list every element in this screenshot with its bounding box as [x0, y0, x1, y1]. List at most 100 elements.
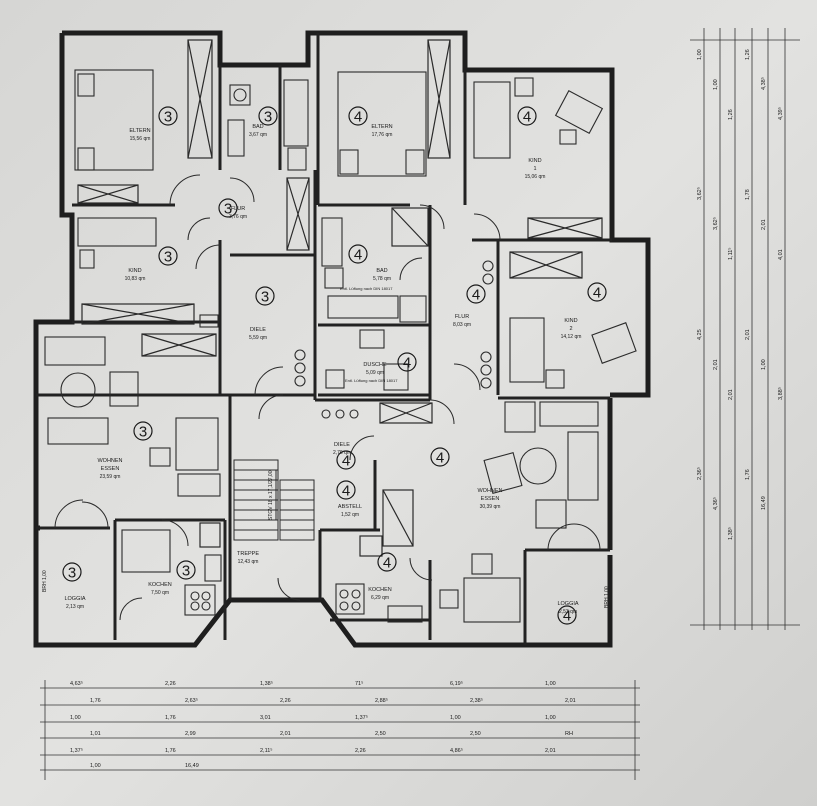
unit-marker-circle	[430, 447, 450, 467]
unit-marker-number: 4	[354, 109, 362, 126]
room-area: 5,78 qm	[373, 276, 391, 282]
dimension-label-right: 1,78	[745, 189, 751, 200]
unit-marker-number: 3	[261, 289, 269, 306]
unit-marker-circle	[557, 605, 577, 625]
dimension-labels: 1,001,001,261,264,38⁵4,39⁵3,62⁵3,62⁵1,11…	[70, 49, 784, 769]
dimension-label-right: 1,26	[728, 109, 734, 120]
room-kind-3: KIND 10,83 qm 3	[125, 246, 178, 282]
room-name: WOHNEN	[97, 458, 122, 464]
inner-walls	[36, 33, 612, 645]
furniture-right	[321, 71, 637, 623]
room-name: WOHNEN	[477, 488, 502, 494]
room-wohnen-4: WOHNEN ESSEN 30,39 qm 4	[430, 447, 503, 510]
unit-marker-number: 4	[342, 453, 350, 470]
dimension-label-right: 4,01	[778, 249, 784, 260]
unit-marker-number: 3	[164, 249, 172, 266]
staircase	[233, 459, 315, 541]
dimension-label-bottom: 2,11⁵	[260, 747, 273, 754]
unit-marker-circle	[397, 352, 417, 372]
dimension-label-right: 1,00	[713, 79, 719, 90]
room-area: 2,53 qm	[559, 609, 577, 615]
room-name: LOGGIA	[64, 596, 85, 602]
unit-marker-number: 4	[563, 608, 571, 625]
unit-marker-number: 4	[383, 555, 391, 572]
room-area: 17,76 qm	[372, 132, 393, 138]
room-area: 3,76 qm	[229, 214, 247, 220]
dimension-label-bottom: 1,00	[90, 763, 101, 769]
dimension-label-bottom: 2,26	[165, 681, 176, 687]
unit-marker-circle	[466, 284, 486, 304]
unit-marker-number: 4	[436, 450, 444, 467]
unit-marker-number: 3	[164, 109, 172, 126]
room-name: DUSCHE	[363, 362, 387, 368]
dimension-label-right: 4,36⁵	[712, 497, 719, 510]
room-area: 10,83 qm	[125, 276, 146, 282]
unit-marker-number: 4	[593, 285, 601, 302]
dimension-lines	[40, 28, 800, 780]
unit-marker-circle	[62, 562, 82, 582]
dimension-label-bottom: RH	[565, 731, 573, 737]
dimension-label-bottom: 4,63⁵	[70, 680, 83, 687]
room-name: ESSEN	[101, 466, 120, 472]
unit-marker-circle	[587, 282, 607, 302]
room-name: FLUR	[231, 206, 245, 212]
room-name: ESSEN	[481, 496, 500, 502]
room-area: 30,39 qm	[480, 504, 501, 510]
brh-label-right: BRH 1,00	[604, 586, 610, 608]
dusche-vent-note: Entl. Lüftung nach DIN 18017	[345, 378, 398, 383]
room-area: 15,06 qm	[525, 174, 546, 180]
dimension-label-right: 3,88⁵	[777, 387, 784, 400]
unit-marker-circle	[336, 450, 356, 470]
dimension-label-right: 1,76	[745, 469, 751, 480]
unit-marker-circle	[517, 106, 537, 126]
room-name: KIND	[128, 268, 141, 274]
dimension-label-bottom: 2,99	[185, 731, 196, 737]
dimension-label-bottom: 1,37⁵	[70, 747, 83, 754]
windows	[77, 39, 603, 557]
room-area: 23,59 qm	[100, 474, 121, 480]
dimension-label-right: 4,25	[697, 329, 703, 340]
dimension-label-bottom: 1,00	[70, 715, 81, 721]
unit-marker-circle	[218, 198, 238, 218]
dimension-label-right: 1,26	[745, 49, 751, 60]
room-area: 1,52 qm	[341, 512, 359, 518]
room-area: 8,03 qm	[453, 322, 471, 328]
unit-marker-number: 4	[342, 483, 350, 500]
dimension-label-bottom: 1,38⁵	[260, 680, 273, 687]
dimension-label-right: 2,01	[713, 359, 719, 370]
room-eltern-4: ELTERN 17,76 qm 4	[348, 106, 393, 138]
unit-marker-number: 3	[264, 109, 272, 126]
dimension-label-bottom: 1,00	[450, 715, 461, 721]
unit-marker-number: 4	[354, 247, 362, 264]
dimension-label-right: 2,01	[745, 329, 751, 340]
room-name: KOCHEN	[368, 587, 392, 593]
room-name: ELTERN	[371, 124, 392, 130]
dimension-label-bottom: 6,19⁵	[450, 680, 463, 687]
room-area: 2,13 qm	[66, 604, 84, 610]
unit-marker-circle	[377, 552, 397, 572]
unit-marker-circle	[336, 480, 356, 500]
stair-note: STGV 18 x 17,1/27,00	[268, 470, 274, 520]
room-area: 2,76 qm	[333, 450, 351, 456]
room-area: 5,09 qm	[366, 370, 384, 376]
dimension-label-bottom: 1,01	[90, 731, 101, 737]
room-area: 3,67 qm	[249, 132, 267, 138]
room-area: 14,12 qm	[561, 334, 582, 340]
unit-marker-number: 3	[182, 563, 190, 580]
dimension-label-bottom: 2,01	[565, 698, 576, 704]
brh-label-left: BRH 1,00	[42, 570, 48, 592]
room-area: 12,43 qm	[238, 559, 259, 565]
